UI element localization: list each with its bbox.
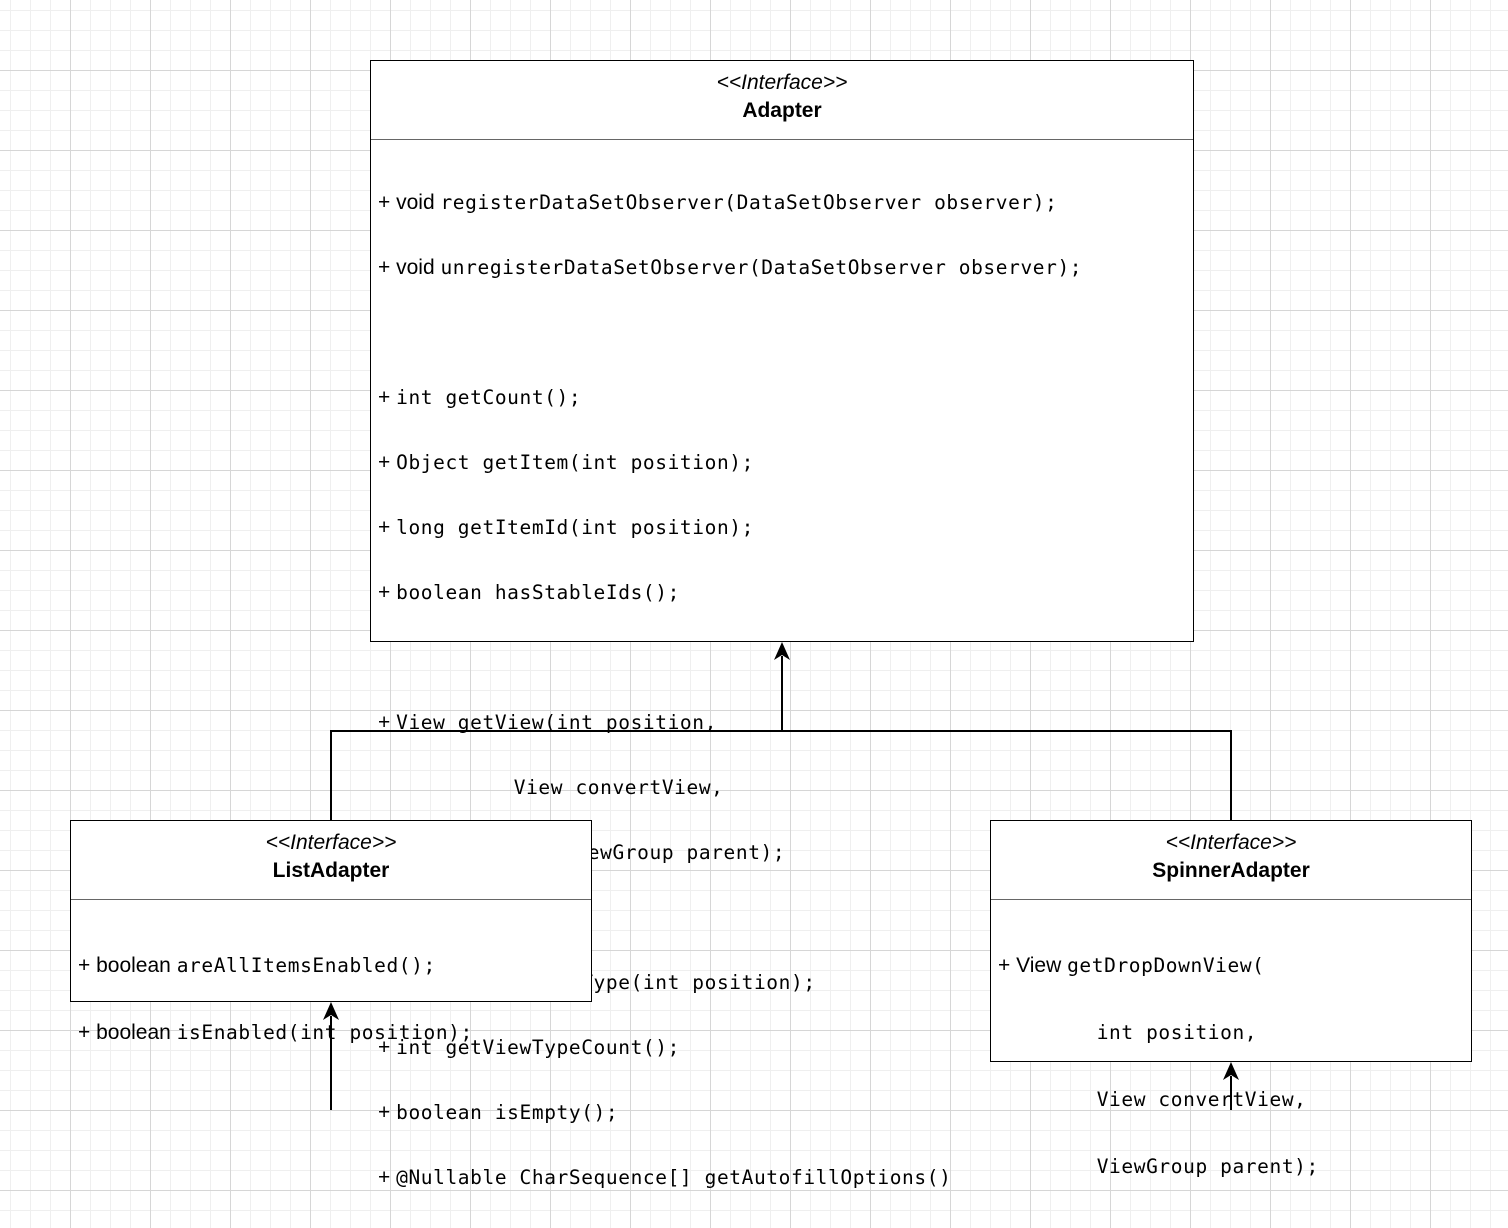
adapter-header: <<Interface>> Adapter	[371, 61, 1193, 140]
inheritance-connectors	[323, 642, 1239, 1110]
method-line: + Object getItem(int position);	[378, 451, 754, 474]
method-line: + View getDropDownView(	[998, 954, 1265, 977]
method-line: ViewGroup parent);	[998, 1155, 1319, 1178]
method-line: View convertView,	[378, 776, 724, 799]
spinner-adapter-interface-box[interactable]: <<Interface>> SpinnerAdapter + View getD…	[990, 820, 1472, 1178]
spinner-adapter-stereotype: <<Interface>>	[1165, 831, 1297, 854]
method-line: + boolean isEnabled(int position);	[78, 1021, 473, 1044]
list-adapter-methods: + boolean areAllItemsEnabled(); + boolea…	[71, 900, 591, 1084]
arrowhead-adapter	[774, 642, 790, 660]
list-adapter-interface-box[interactable]: <<Interface>> ListAdapter + boolean areA…	[70, 820, 592, 1044]
method-line: + void registerDataSetObserver(DataSetOb…	[378, 191, 1058, 214]
adapter-methods: + void registerDataSetObserver(DataSetOb…	[371, 140, 1193, 1228]
method-line: + boolean areAllItemsEnabled();	[78, 954, 436, 977]
list-adapter-stereotype: <<Interface>>	[265, 831, 397, 854]
method-line: + int getCount();	[378, 386, 582, 409]
list-adapter-header: <<Interface>> ListAdapter	[71, 821, 591, 900]
arrowhead-spinner-adapter	[1223, 1062, 1239, 1080]
method-line: View convertView,	[998, 1088, 1307, 1111]
spinner-adapter-header: <<Interface>> SpinnerAdapter	[991, 821, 1471, 900]
method-spacer	[378, 643, 1193, 672]
method-line: + long getItemId(int position);	[378, 516, 754, 539]
adapter-stereotype: <<Interface>>	[716, 71, 848, 94]
method-spacer	[378, 318, 1193, 347]
spinner-adapter-methods: + View getDropDownView( int position, Vi…	[991, 900, 1471, 1218]
connector-to-adapter	[330, 656, 1232, 820]
method-line: int position,	[998, 1021, 1258, 1044]
arrowhead-list-adapter	[323, 1002, 339, 1020]
list-adapter-class-name: ListAdapter	[272, 859, 390, 882]
adapter-class-name: Adapter	[742, 99, 822, 122]
method-line: + int getViewTypeCount();	[378, 1036, 680, 1059]
adapter-interface-box[interactable]: <<Interface>> Adapter + void registerDat…	[370, 60, 1194, 1189]
method-line: + boolean hasStableIds();	[378, 581, 680, 604]
spinner-adapter-class-name: SpinnerAdapter	[1152, 859, 1310, 882]
method-line: + View getView(int position,	[378, 711, 717, 734]
method-line: + void unregisterDataSetObserver(DataSet…	[378, 256, 1083, 279]
